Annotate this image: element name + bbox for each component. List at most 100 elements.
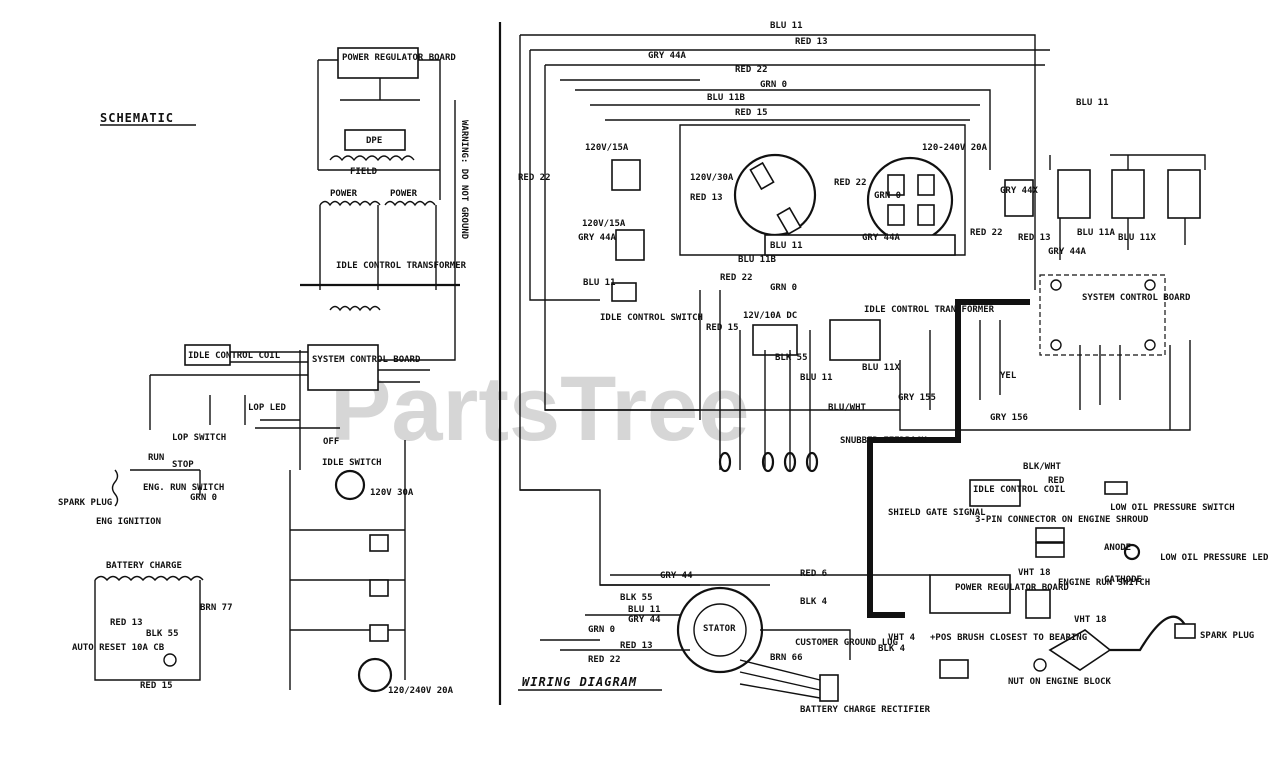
wire-label: GRY 44A bbox=[578, 233, 617, 243]
dpe-label: DPE bbox=[366, 136, 382, 146]
wire-label: BLU 11 bbox=[583, 278, 616, 288]
receptacle-120v-30a-w bbox=[733, 153, 817, 237]
receptacle-30a-label: 120V/30A bbox=[690, 173, 734, 183]
breaker-15a-a bbox=[1111, 169, 1145, 219]
wire-label: BLK 55 bbox=[775, 353, 808, 363]
dpe-block bbox=[344, 129, 406, 151]
wire-label: RED 15 bbox=[140, 681, 173, 691]
wire-label: BLK 55 bbox=[146, 629, 179, 639]
wiring-diagram-title: WIRING DIAGRAM bbox=[522, 675, 637, 689]
wire-label: VHT 18 bbox=[1074, 615, 1107, 625]
wire-label: RED 15 bbox=[735, 108, 768, 118]
snubber-feedback-label: SNUBBER FEEDBACK bbox=[840, 436, 927, 446]
wire-label: RED 15 bbox=[706, 323, 739, 333]
wire-label: VHT 4 bbox=[888, 633, 916, 643]
eng-run-switch-label: ENG. RUN SWITCH bbox=[143, 483, 224, 493]
power2-label: POWER bbox=[390, 189, 418, 199]
receptacle-120v-30a-label: 120V 30A bbox=[370, 488, 414, 498]
wire-label: RED 22 bbox=[735, 65, 768, 75]
wire-label: GRY 44A bbox=[1048, 247, 1087, 257]
lop-led-label: LOP LED bbox=[248, 403, 287, 413]
wire-label: RED 13 bbox=[795, 37, 828, 47]
receptacle-120v-15a-b bbox=[615, 229, 645, 261]
receptacle-b-label: 120V/15A bbox=[582, 219, 626, 229]
wiring-section: 120V/15A 120V/15A IDLE CONTROL SWITCH 12… bbox=[518, 34, 1269, 715]
wire-label: RED 6 bbox=[800, 569, 827, 579]
idle-control-transformer-w-label: IDLE CONTROL TRANSFORMER bbox=[864, 305, 995, 315]
system-control-board-schematic bbox=[307, 344, 379, 391]
wire-label: RED 22 bbox=[588, 655, 621, 665]
spark-plug-w-label: SPARK PLUG bbox=[1200, 631, 1254, 641]
breaker-10a bbox=[1004, 179, 1034, 217]
wire-label: BLK 55 bbox=[620, 593, 653, 603]
schematic-title: SCHEMATIC bbox=[100, 111, 174, 125]
cathode-label: CATHODE bbox=[1104, 575, 1142, 585]
wire-label: BLU 11 bbox=[800, 373, 833, 383]
power-regulator-board bbox=[337, 47, 419, 79]
wire-label: BLU 11B bbox=[707, 93, 746, 103]
power-regulator-board-w-label: POWER REGULATOR BOARD bbox=[955, 583, 1069, 593]
wire-label: GRN 0 bbox=[874, 191, 901, 201]
customer-ground-lug-label: CUSTOMER GROUND LUG bbox=[795, 638, 898, 648]
idle-control-switch bbox=[611, 282, 637, 302]
wire-label: RED 13 bbox=[690, 193, 723, 203]
wire-label: BLU 11 bbox=[770, 21, 803, 31]
wire-label: VHT 18 bbox=[1018, 568, 1051, 578]
wire-label: GRY 44A bbox=[862, 233, 901, 243]
wire-label: GRN 0 bbox=[760, 80, 787, 90]
power-regulator-board-w bbox=[929, 574, 1011, 614]
dc-12v-10a-label: 12V/10A DC bbox=[743, 311, 797, 321]
wire-label: BLU 11 bbox=[1076, 98, 1109, 108]
spark-plug-label: SPARK PLUG bbox=[58, 498, 112, 508]
schematic-section: SCHEMATIC POWER REGULATOR BOARD DPE FIEL… bbox=[58, 47, 469, 696]
run-label: RUN bbox=[148, 453, 164, 463]
receptacle-120v-15a-a bbox=[611, 159, 641, 191]
idle-control-transformer-label: IDLE CONTROL TRANSFORMER bbox=[336, 261, 467, 271]
battery-charge-rectifier-label: BATTERY CHARGE RECTIFIER bbox=[800, 705, 931, 715]
wire-label: BRN 66 bbox=[770, 653, 803, 663]
wire-label: YEL bbox=[1000, 371, 1017, 381]
wire-label: BLU 11 bbox=[770, 241, 803, 251]
wire-label: GRY 44 bbox=[628, 615, 661, 625]
anode-label: ANODE bbox=[1104, 543, 1131, 553]
wire-label-tags: BLU 11 RED 13 GRY 44A RED 22 GRN 0 BLU 11B RED… bbox=[110, 21, 1157, 691]
wire-label: GRN 0 bbox=[588, 625, 615, 635]
wire-label: BLU 11B bbox=[738, 255, 777, 265]
wire-label: RED 22 bbox=[970, 228, 1003, 238]
system-control-board-label: SYSTEM CONTROL BOARD bbox=[312, 355, 421, 365]
wire-label: BLU/WHT bbox=[828, 403, 867, 413]
wire-label: GRY 44X bbox=[1000, 186, 1039, 196]
idle-control-coil-w bbox=[969, 479, 1021, 507]
nut-on-engine-block-label: NUT ON ENGINE BLOCK bbox=[1008, 677, 1112, 687]
wire-label: RED bbox=[1048, 476, 1065, 486]
idle-control-coil-label: IDLE CONTROL COIL bbox=[188, 351, 281, 361]
off-label: OFF bbox=[323, 437, 339, 447]
eng-ignition-label: ENG IGNITION bbox=[96, 517, 161, 527]
three-pin-label: 3-PIN CONNECTOR ON ENGINE SHROUD bbox=[975, 515, 1149, 525]
system-control-board-w bbox=[1039, 274, 1166, 356]
wire-label: BLK/WHT bbox=[1023, 462, 1062, 472]
wire-label: RED 22 bbox=[518, 173, 551, 183]
system-control-board-w-label: SYSTEM CONTROL BOARD bbox=[1082, 293, 1191, 303]
wire-label: BLU 11X bbox=[862, 363, 901, 373]
stator-label: STATOR bbox=[703, 624, 736, 634]
vertical-warning-text: WARNING: DO NOT GROUND bbox=[459, 120, 469, 240]
auto-reset-cb-label: AUTO RESET 10A CB bbox=[72, 643, 165, 653]
wire-label: BRN 77 bbox=[200, 603, 233, 613]
wire-label: RED 13 bbox=[620, 641, 653, 651]
shield-gate-wire bbox=[867, 299, 1030, 618]
receptacle-120v-30a-schematic bbox=[334, 469, 366, 501]
power-regulator-board-label: POWER REGULATOR BOARD bbox=[342, 53, 456, 63]
idle-control-coil-schematic bbox=[184, 344, 231, 366]
wire-label: BLK 4 bbox=[878, 644, 906, 654]
idle-control-coil-w-label: IDLE CONTROL COIL bbox=[973, 485, 1066, 495]
wire-label: BLU 11A bbox=[1077, 228, 1116, 238]
receptacle-a-label: 120V/15A bbox=[585, 143, 629, 153]
stop-label: STOP bbox=[172, 460, 194, 470]
field-label: FIELD bbox=[350, 167, 378, 177]
idle-control-transformer-w bbox=[829, 319, 881, 361]
battery-charge-label: BATTERY CHARGE bbox=[106, 561, 182, 571]
wire-label: GRN 0 bbox=[190, 493, 217, 503]
receptacle-120-240v-20a-label: 120/240V 20A bbox=[388, 686, 454, 696]
